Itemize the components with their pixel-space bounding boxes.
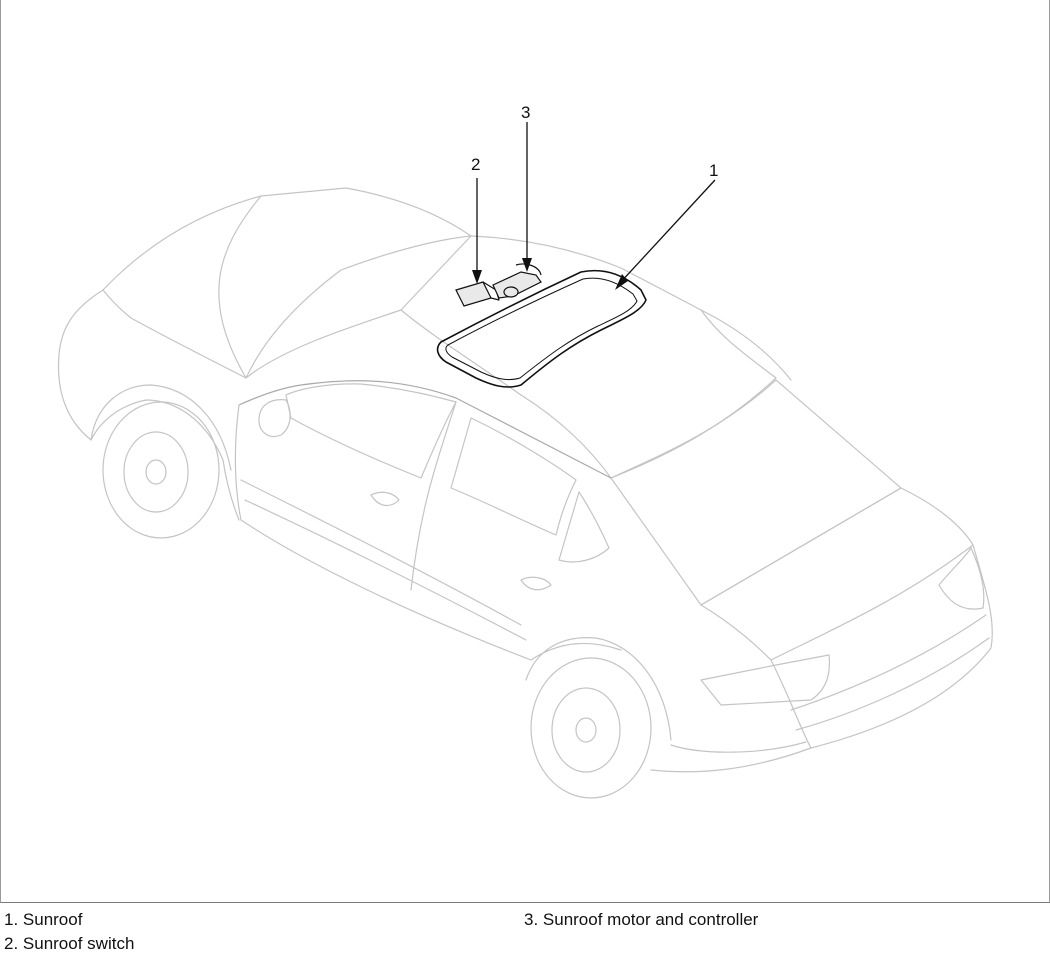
front-nose xyxy=(58,289,104,356)
door-bottom xyxy=(234,404,622,661)
trunk-edge xyxy=(700,544,974,661)
rear-wheel-hub xyxy=(575,717,597,743)
front-wheel-arch xyxy=(90,384,232,471)
tail-lamp-right xyxy=(938,547,985,610)
callout-2: 2 xyxy=(471,155,480,174)
side-mirror xyxy=(258,399,291,438)
rear-window xyxy=(610,379,902,606)
motor-gear xyxy=(503,286,519,298)
front-wheel-rim xyxy=(123,431,189,513)
callout-leaders xyxy=(472,122,716,290)
side-molding xyxy=(240,479,522,626)
sunroof-part xyxy=(436,269,647,388)
sunroof-switch-body xyxy=(455,281,492,307)
leader-line-1 xyxy=(618,179,716,285)
sunroof-glass xyxy=(436,269,647,388)
legend-item-2: 2. Sunroof switch xyxy=(4,934,135,953)
legend-item-1: 1. Sunroof xyxy=(4,910,83,929)
sunroof-inner-frame xyxy=(445,277,638,381)
legend-left-column: 1. Sunroof 2. Sunroof switch xyxy=(4,908,134,956)
callout-3: 3 xyxy=(521,103,530,122)
front-fender xyxy=(57,354,240,521)
beltline xyxy=(238,380,612,479)
diagram-frame: 1 2 3 xyxy=(0,0,1050,903)
sunroof-motor-part xyxy=(492,263,542,299)
rear-wheel-tire xyxy=(530,657,652,799)
quarter-window xyxy=(558,491,610,563)
front-door-window xyxy=(285,383,457,479)
car-body xyxy=(57,187,993,799)
arrowhead-1 xyxy=(615,274,628,290)
rear-wheel-arch xyxy=(525,637,672,741)
hood-crease xyxy=(218,195,262,379)
sunroof-switch-part xyxy=(455,281,500,307)
arrowhead-3 xyxy=(522,258,532,272)
door-split xyxy=(410,401,457,591)
roof-right xyxy=(470,235,792,381)
tail-lamp-left xyxy=(700,654,831,706)
callout-1: 1 xyxy=(709,161,718,180)
rear-bumper xyxy=(770,544,993,749)
rear-lower-line-2 xyxy=(670,741,807,753)
arrowhead-2 xyxy=(472,270,482,284)
rear-lower-line xyxy=(650,747,812,773)
trunk-lid xyxy=(700,487,974,606)
motor-cable xyxy=(515,263,542,276)
hood-front xyxy=(102,289,247,379)
bumper-line-2 xyxy=(795,637,990,731)
front-door-handle xyxy=(370,491,400,506)
car-diagram: 1 2 3 xyxy=(57,103,993,799)
bumper-line-1 xyxy=(790,614,987,711)
hood-edge xyxy=(102,187,472,291)
rear-wheel-rim xyxy=(551,687,621,773)
front-wheel-tire xyxy=(102,401,220,539)
side-molding-2 xyxy=(244,499,527,641)
roof-left xyxy=(400,309,522,396)
rear-window-top xyxy=(520,309,777,479)
legend-right-column: 3. Sunroof motor and controller xyxy=(524,908,758,932)
rear-door-window xyxy=(450,417,577,536)
legend-item-3: 3. Sunroof motor and controller xyxy=(524,910,759,929)
windshield xyxy=(245,235,472,379)
rear-door-handle xyxy=(520,576,552,591)
front-wheel-hub xyxy=(145,459,167,485)
